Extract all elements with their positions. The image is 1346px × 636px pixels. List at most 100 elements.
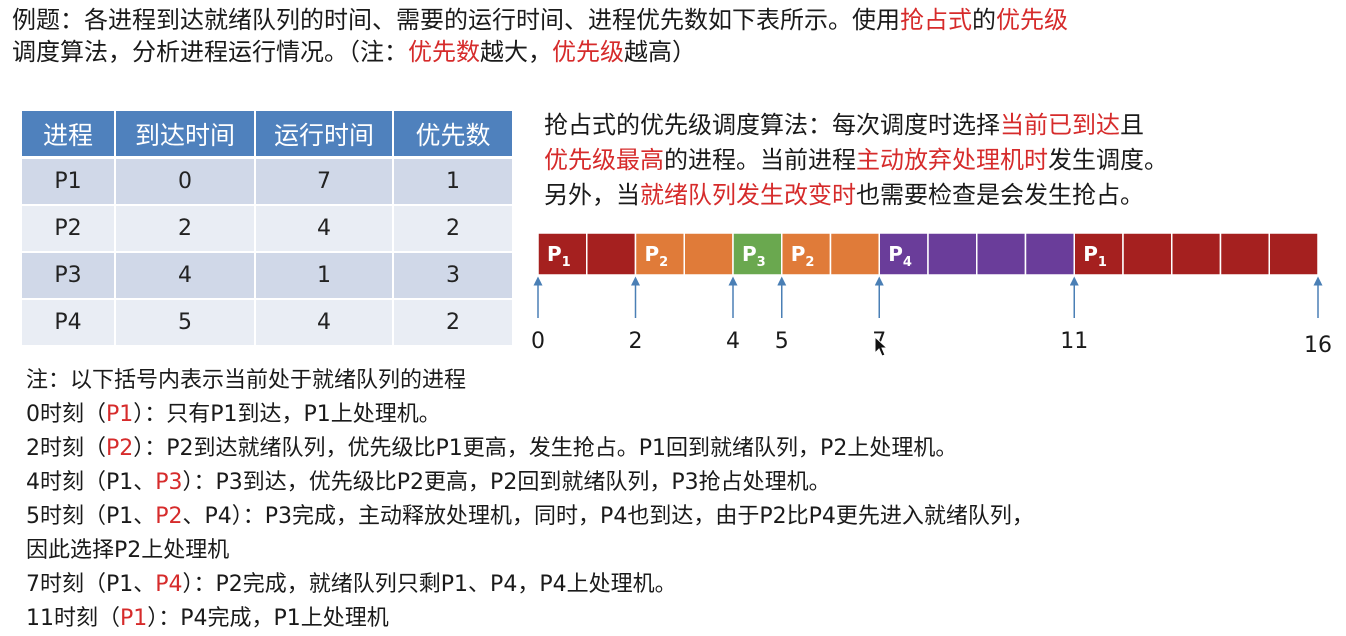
note-line: 11时刻（P1）：P4完成，P1上处理机 xyxy=(26,602,1034,636)
table-cell: P4 xyxy=(22,299,116,347)
column-header: 优先数 xyxy=(393,111,514,159)
intro-highlight: 优先级 xyxy=(552,38,624,66)
gantt-cell xyxy=(1268,232,1319,276)
gantt-cell xyxy=(683,232,734,276)
algo-line-1: 抢占式的优先级调度算法：每次调度时选择当前已到达且 xyxy=(544,108,1168,143)
time-tick-label: 4 xyxy=(726,329,740,354)
table-cell: P3 xyxy=(22,252,116,300)
column-header: 运行时间 xyxy=(255,111,394,159)
table-row: P2 2 4 2 xyxy=(22,205,514,253)
table-cell: 4 xyxy=(255,299,394,347)
gantt-cell xyxy=(537,232,588,276)
gantt-segment-label: P2 xyxy=(645,242,669,270)
algo-text: 也需要检查是会发生抢占。 xyxy=(856,181,1144,209)
intro-line-2: 调度算法，分析进程运行情况。（注：优先数越大，优先级越高） xyxy=(12,36,1068,68)
intro-text: 例题：各进程到达就绪队列的时间、需要的运行时间、进程优先数如下表所示。使用 xyxy=(12,6,900,34)
table-cell: 1 xyxy=(255,252,394,300)
table-cell: 4 xyxy=(255,205,394,253)
table-cell: 2 xyxy=(393,299,514,347)
note-text: 2时刻（ xyxy=(26,436,106,461)
intro-highlight: 优先级 xyxy=(996,6,1068,34)
time-tick-label: 2 xyxy=(629,329,643,354)
note-text: ）：P4完成，P1上处理机 xyxy=(147,606,389,631)
algo-highlight: 就绪队列发生改变时 xyxy=(640,181,856,209)
note-text: 、P4）：P3完成，主动释放处理机，同时，P4也到达，由于P2比P4更先进入就绪… xyxy=(182,504,1034,529)
note-line: 4时刻（P1、P3）：P3到达，优先级比P2更高，P2回到就绪队列，P3抢占处理… xyxy=(26,466,1034,500)
note-text: ）：P2到达就绪队列，优先级比P1更高，发生抢占。P1回到就绪队列，P2上处理机… xyxy=(133,436,958,461)
process-table: 进程 到达时间 运行时间 优先数 P1 0 7 1 P2 2 4 2 P3 4 … xyxy=(22,111,514,347)
note-line: 2时刻（P2）：P2到达就绪队列，优先级比P1更高，发生抢占。P1回到就绪队列，… xyxy=(26,432,1034,466)
table-row: P3 4 1 3 xyxy=(22,252,514,300)
note-line: 7时刻（P1、P4）：P2完成，就绪队列只剩P1、P4，P4上处理机。 xyxy=(26,568,1034,602)
gantt-cell xyxy=(1171,232,1222,276)
algo-text: 另外，当 xyxy=(544,181,640,209)
time-tick-label: 5 xyxy=(775,329,789,354)
note-highlight: P3 xyxy=(155,470,183,495)
note-line: 0时刻（P1）：只有P1到达，P1上处理机。 xyxy=(26,398,1034,432)
table-cell: 1 xyxy=(393,157,514,206)
column-header: 到达时间 xyxy=(115,111,256,159)
algo-highlight: 优先级最高 xyxy=(544,146,664,174)
gantt-segment-label: P4 xyxy=(888,242,912,270)
note-text: 0时刻（ xyxy=(26,402,106,427)
note-line: 因此选择P2上处理机 xyxy=(26,534,1034,568)
gantt-cell xyxy=(829,232,880,276)
gantt-cell xyxy=(1024,232,1075,276)
table-cell: 2 xyxy=(115,205,256,253)
note-text: 11时刻（ xyxy=(26,606,120,631)
gantt-segment-label: P2 xyxy=(791,242,815,270)
note-line: 注：以下括号内表示当前处于就绪队列的进程 xyxy=(26,364,1034,398)
intro-text: 越大， xyxy=(480,38,552,66)
table-cell: 0 xyxy=(115,157,256,206)
intro-text: 越高） xyxy=(624,38,696,66)
gantt-cell xyxy=(1219,232,1270,276)
note-highlight: P2 xyxy=(155,504,183,529)
algo-text: 发生调度。 xyxy=(1048,146,1168,174)
gantt-segment-label: P3 xyxy=(742,242,766,270)
note-text: ）：只有P1到达，P1上处理机。 xyxy=(133,402,441,427)
note-highlight: P1 xyxy=(120,606,148,631)
intro-text: 的 xyxy=(972,6,996,34)
gantt-cell xyxy=(976,232,1027,276)
time-tick-label: 11 xyxy=(1060,329,1088,354)
gantt-cell xyxy=(927,232,978,276)
note-text: 5时刻（P1、 xyxy=(26,504,156,529)
algo-line-3: 另外，当就绪队列发生改变时也需要检查是会发生抢占。 xyxy=(544,178,1168,213)
algo-text: 且 xyxy=(1120,111,1144,139)
gantt-cell xyxy=(732,232,783,276)
note-highlight: P1 xyxy=(106,402,134,427)
note-line: 5时刻（P1、P2、P4）：P3完成，主动释放处理机，同时，P4也到达，由于P2… xyxy=(26,500,1034,534)
intro-line-1: 例题：各进程到达就绪队列的时间、需要的运行时间、进程优先数如下表所示。使用抢占式… xyxy=(12,4,1068,36)
gantt-cells xyxy=(537,232,1319,276)
table-cell: 4 xyxy=(115,252,256,300)
gantt-cell xyxy=(1122,232,1173,276)
gantt-ticks: 0 2 4 5 7 11 16 xyxy=(531,276,1332,358)
note-text: ）：P3到达，优先级比P2更高，P2回到就绪队列，P3抢占处理机。 xyxy=(182,470,831,495)
table-cell: 2 xyxy=(393,205,514,253)
note-text: 7时刻（P1、 xyxy=(26,572,156,597)
algo-text: 的进程。当前进程 xyxy=(664,146,856,174)
table-cell: 3 xyxy=(393,252,514,300)
intro-paragraph: 例题：各进程到达就绪队列的时间、需要的运行时间、进程优先数如下表所示。使用抢占式… xyxy=(12,4,1068,68)
note-text: ）：P2完成，就绪队列只剩P1、P4，P4上处理机。 xyxy=(182,572,677,597)
time-tick-label: 7 xyxy=(872,329,886,354)
column-header: 进程 xyxy=(22,111,116,159)
gantt-cell xyxy=(634,232,685,276)
algorithm-description: 抢占式的优先级调度算法：每次调度时选择当前已到达且 优先级最高的进程。当前进程主… xyxy=(544,108,1168,213)
table-header-row: 进程 到达时间 运行时间 优先数 xyxy=(22,111,514,159)
gantt-segment-label: P1 xyxy=(1083,242,1107,270)
time-tick-label: 16 xyxy=(1304,333,1332,358)
table-row: P4 5 4 2 xyxy=(22,299,514,347)
gantt-cell xyxy=(586,232,637,276)
algo-highlight: 当前已到达 xyxy=(1000,111,1120,139)
table-cell: P1 xyxy=(22,157,116,206)
table-cell: 7 xyxy=(255,157,394,206)
intro-highlight: 优先数 xyxy=(408,38,480,66)
note-text: 因此选择P2上处理机 xyxy=(26,538,230,563)
table-cell: 5 xyxy=(115,299,256,347)
intro-highlight: 抢占式 xyxy=(900,6,972,34)
time-tick-label: 0 xyxy=(531,329,545,354)
note-highlight: P4 xyxy=(155,572,183,597)
